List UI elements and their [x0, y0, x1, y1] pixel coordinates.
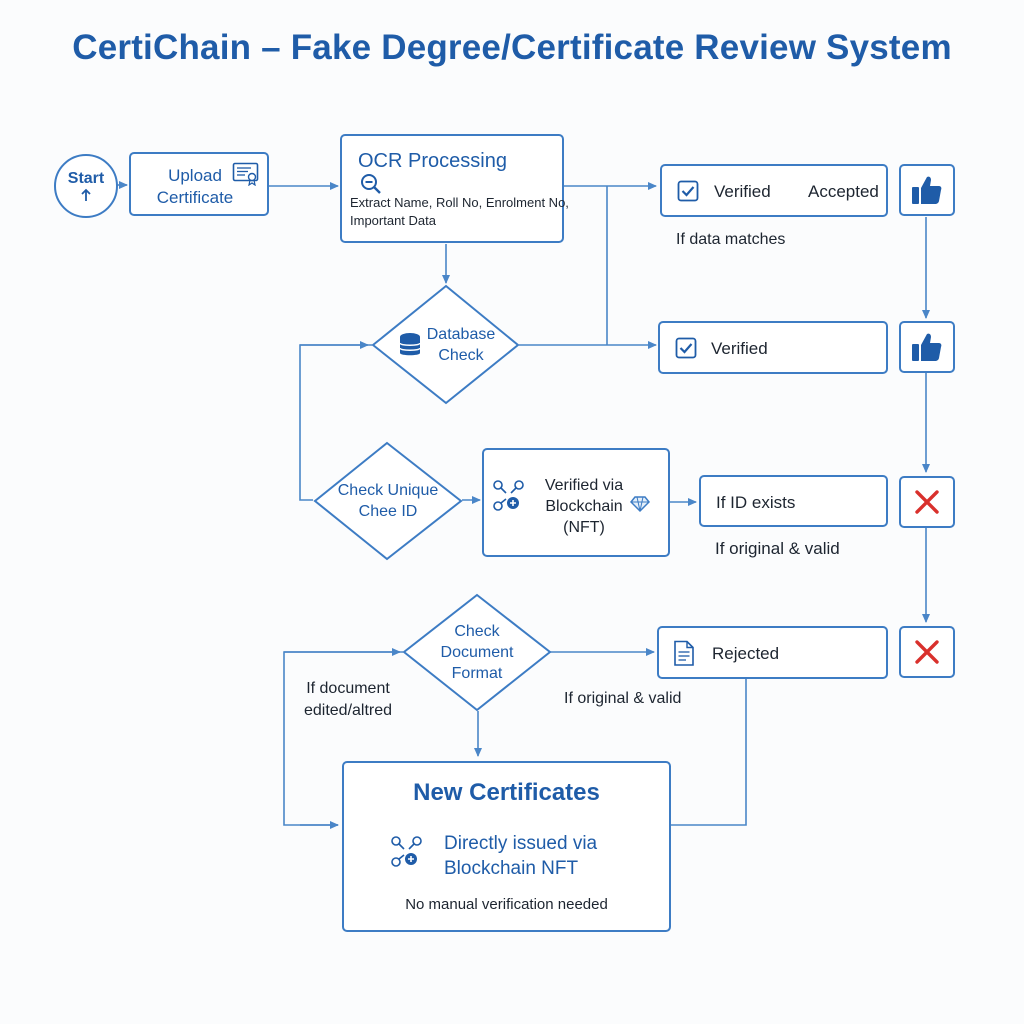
thumbs-up-icon — [912, 333, 942, 361]
rejected-node[interactable]: Rejected — [657, 626, 888, 679]
diamond-check-unique — [313, 441, 463, 561]
start-node[interactable]: Start — [54, 154, 118, 218]
x-mark-icon — [915, 640, 939, 664]
if-document-edited-line2: edited/altred — [303, 702, 393, 719]
if-original-valid-label-2: If original & valid — [564, 690, 682, 707]
start-label: Start — [67, 170, 105, 187]
if-document-edited-label: If document edited/altred — [288, 678, 408, 722]
blockchain-line3: (NFT) — [563, 519, 605, 536]
x-mark-icon — [915, 490, 939, 514]
page-title: CertiChain – Fake Degree/Certificate Rev… — [72, 28, 952, 67]
new-certificates-node[interactable]: New Certificates Directly issued via Blo… — [342, 761, 671, 932]
thumbs-up-icon — [912, 176, 942, 204]
database-icon — [399, 333, 421, 356]
x-mark-box-1 — [899, 476, 955, 528]
checkbox-icon — [675, 337, 697, 359]
verified-2-label: Verified — [711, 339, 768, 358]
thumbs-up-box-1 — [899, 164, 955, 216]
ocr-line2: Important Data — [350, 213, 436, 228]
ocr-title: OCR Processing — [358, 150, 507, 172]
diamond-check-format — [402, 593, 552, 712]
arrow-up-icon — [81, 188, 91, 201]
ocr-processing-node[interactable]: OCR Processing Extract Name, Roll No, En… — [340, 134, 569, 243]
new-certs-line2: Blockchain NFT — [444, 858, 579, 879]
if-original-valid-label-1: If original & valid — [715, 539, 840, 558]
check-unique-label[interactable]: Check Unique Chee ID — [315, 476, 461, 526]
blockchain-verify-node[interactable]: Verified via Blockchain (NFT) — [482, 448, 670, 557]
check-format-line2: Document — [440, 643, 514, 661]
rejected-label: Rejected — [712, 644, 780, 663]
verified-accepted-label: Verified — [714, 182, 771, 201]
diamond-token-icon — [630, 496, 650, 513]
line-rejected-new — [671, 679, 747, 826]
x-mark-box-2 — [899, 626, 955, 678]
blockchain-nodes-icon — [493, 480, 524, 511]
checkbox-icon — [677, 180, 699, 202]
check-unique-line2: Chee ID — [358, 503, 418, 520]
database-line1: Database — [426, 326, 496, 343]
check-unique-line1: Check Unique — [337, 482, 439, 499]
accepted-label: Accepted — [808, 182, 879, 201]
upload-certificate-node[interactable]: Upload Certificate — [129, 152, 269, 216]
if-data-matches-label: If data matches — [676, 231, 786, 248]
database-check-label[interactable]: Database Check — [373, 318, 519, 372]
if-id-exists-label: If ID exists — [716, 493, 796, 512]
new-certs-note: No manual verification needed — [405, 896, 608, 913]
verified-accepted-node[interactable]: Verified Accepted — [660, 164, 888, 217]
certificate-icon — [232, 162, 259, 186]
new-certs-title: New Certificates — [413, 779, 600, 806]
ocr-line1: Extract Name, Roll No, Enrolment No, — [350, 195, 569, 210]
magnifier-icon — [361, 174, 381, 194]
database-line2: Check — [438, 347, 484, 364]
blockchain-line1: Verified via — [544, 477, 624, 494]
verified-node-2[interactable]: Verified — [658, 321, 888, 374]
check-format-label[interactable]: Check Document Format — [404, 620, 550, 684]
document-icon — [674, 640, 694, 666]
check-format-line3: Format — [451, 664, 503, 682]
if-document-edited-line1: If document — [306, 680, 390, 697]
check-format-line1: Check — [454, 622, 500, 640]
new-certs-line1: Directly issued via — [444, 833, 598, 854]
upload-line2: Certificate — [156, 188, 234, 207]
blockchain-line2: Blockchain — [545, 498, 623, 515]
thumbs-up-box-2 — [899, 321, 955, 373]
blockchain-nodes-icon — [391, 836, 422, 867]
if-id-exists-node[interactable]: If ID exists — [699, 475, 888, 527]
diamond-database-check — [371, 284, 520, 405]
upload-line1: Upload — [168, 166, 222, 185]
